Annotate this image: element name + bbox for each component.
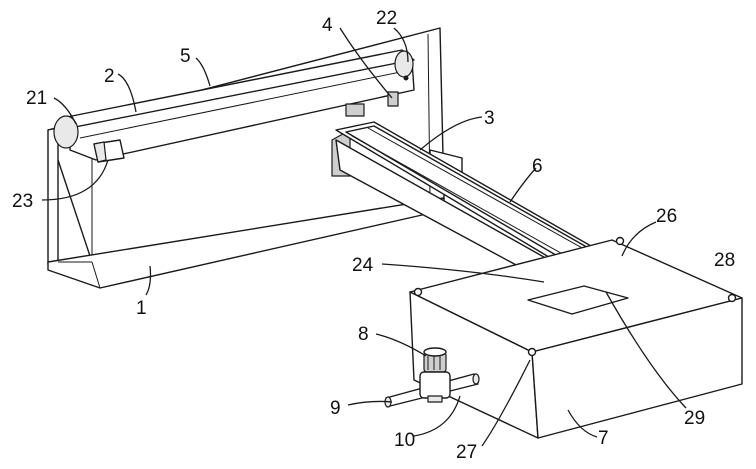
- label-4: 4: [322, 15, 333, 36]
- label-1: 1: [136, 298, 147, 319]
- lower-conveyor-part-3: [331, 121, 633, 298]
- leader-8: [375, 333, 427, 357]
- label-7: 7: [598, 428, 609, 449]
- label-9: 9: [330, 398, 341, 419]
- label-3: 3: [484, 108, 495, 129]
- reference-labels: 1 2 3 4 5 6 7 8 9 10 21 22 23 24 26 27 2…: [12, 8, 735, 463]
- label-26: 26: [656, 206, 677, 227]
- leader-2: [117, 73, 137, 113]
- label-2: 2: [104, 66, 115, 87]
- leader-24: [381, 263, 545, 283]
- label-5: 5: [180, 46, 191, 67]
- frame-base-tray: [47, 197, 445, 289]
- leader-7: [567, 409, 598, 438]
- label-6: 6: [532, 156, 543, 177]
- tank-opening-part-29: [527, 285, 629, 315]
- label-28: 28: [714, 250, 735, 271]
- leader-lines: [41, 27, 687, 447]
- label-23: 23: [12, 191, 33, 212]
- label-29: 29: [684, 408, 705, 429]
- leader-3: [419, 116, 483, 151]
- pump-housing-part-10: [419, 371, 451, 399]
- label-27: 27: [456, 442, 477, 463]
- support-part-4: [387, 91, 399, 107]
- right-roller-part-22: [394, 50, 414, 78]
- leader-1: [145, 265, 152, 296]
- leader-27: [481, 359, 531, 447]
- support-block: [345, 103, 365, 117]
- leader-10: [413, 395, 461, 437]
- bolt-part-27: [413, 287, 423, 297]
- upper-conveyor-part-2: [53, 49, 415, 163]
- frame-left-post: [47, 127, 59, 265]
- leader-26: [621, 221, 657, 257]
- label-24: 24: [352, 255, 374, 276]
- tank-side-face: [531, 297, 743, 439]
- leader-23: [41, 159, 109, 201]
- label-22: 22: [376, 8, 397, 29]
- leader-29: [605, 291, 687, 409]
- left-roller-part-21: [53, 115, 79, 149]
- leader-22: [393, 27, 409, 63]
- leader-5: [195, 57, 211, 87]
- bolt-part-27d: [527, 347, 537, 357]
- label-21: 21: [26, 88, 47, 109]
- label-8: 8: [358, 324, 369, 345]
- bolt-part-27c: [727, 293, 737, 303]
- leader-6: [509, 167, 537, 203]
- tank-part-7: [409, 236, 743, 439]
- bolt-part-27b: [615, 236, 625, 246]
- leader-4: [339, 27, 393, 99]
- label-10: 10: [394, 430, 415, 451]
- pump-assembly: [384, 347, 480, 408]
- leader-21: [53, 97, 77, 125]
- leader-9: [347, 400, 393, 406]
